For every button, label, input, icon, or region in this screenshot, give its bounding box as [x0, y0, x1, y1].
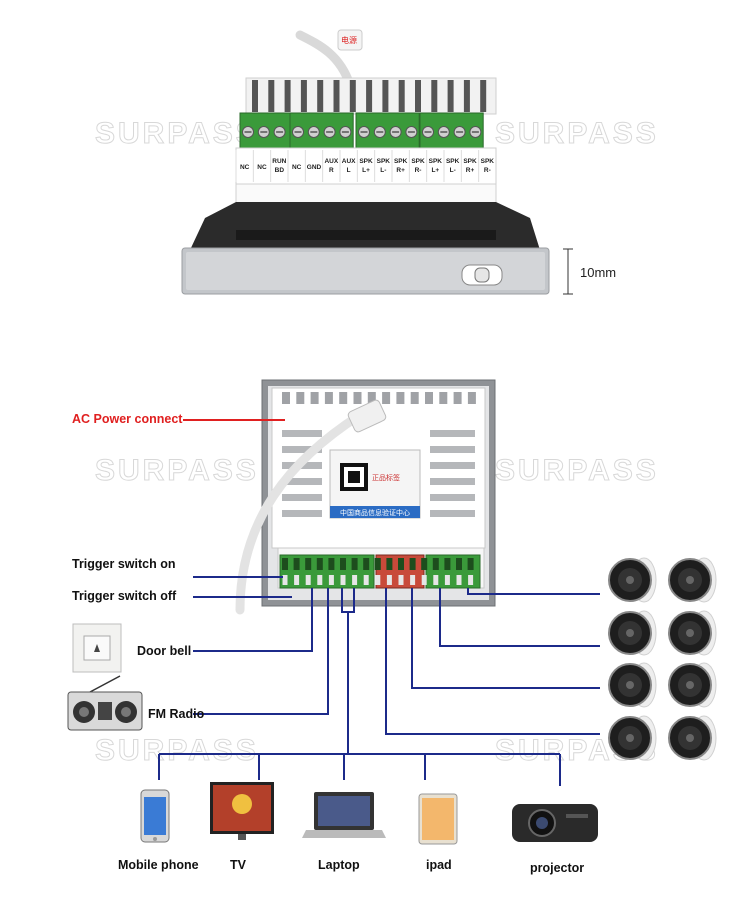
source-label-projector: projector [530, 861, 584, 875]
terminal-pin-label: R+ [396, 167, 405, 174]
dimension-label: 10mm [580, 265, 616, 280]
terminal-pin-label: L+ [431, 167, 439, 174]
ceiling-speaker-icon [608, 715, 657, 761]
watermark: SURPASS [95, 117, 259, 150]
terminal-pin-label: R [329, 167, 334, 174]
terminal-pin-label: SPK [411, 158, 425, 165]
wires [158, 419, 600, 786]
fm-radio-icon [67, 675, 143, 731]
terminal-pin-label: AUX [324, 158, 338, 165]
terminal-pin-label: NC [292, 164, 302, 171]
ac-power-label: AC Power connect [72, 412, 183, 426]
terminal-pin-label: SPK [481, 158, 495, 165]
terminal-pin-label: SPK [463, 158, 477, 165]
ceiling-speaker-icon [668, 610, 717, 656]
terminal-pin-label: SPK [394, 158, 408, 165]
svg-text:电源: 电源 [341, 35, 357, 45]
door-bell-label: Door bell [137, 644, 191, 658]
terminal-pin-label: SPK [377, 158, 391, 165]
watermark: SURPASS [95, 734, 259, 767]
watermark: SURPASS [495, 454, 659, 487]
svg-text:正品标签: 正品标签 [372, 473, 400, 482]
terminal-pin-label: L- [450, 167, 456, 174]
watermark: SURPASS [495, 117, 659, 150]
projector-icon [512, 804, 598, 842]
terminal-pin-label: R+ [466, 167, 475, 174]
source-label-laptop: Laptop [318, 858, 360, 872]
terminal-pin-label: L- [380, 167, 386, 174]
fm-radio-label: FM Radio [148, 707, 205, 721]
ceiling-speaker-icon [608, 662, 657, 708]
terminal-pin-label: RUN [272, 158, 286, 165]
ipad-icon [418, 793, 458, 845]
terminal-pin-label: SPK [429, 158, 443, 165]
terminal-pin-label: AUX [342, 158, 356, 165]
svg-text:中国商品信息验证中心: 中国商品信息验证中心 [340, 508, 410, 517]
ceiling-speaker-icon [668, 557, 717, 603]
ceiling-speaker-icon [668, 662, 717, 708]
terminal-pin-label: GND [307, 164, 322, 171]
terminal-pin-label: L+ [362, 167, 370, 174]
source-label-ipad: ipad [426, 858, 452, 872]
door-bell-icon [72, 623, 122, 673]
source-label-tv: TV [230, 858, 247, 872]
terminal-pin-label: SPK [359, 158, 373, 165]
terminal-pin-label: BD [275, 167, 285, 174]
back-view-module: 正品标签 中国商品信息验证中心 [235, 379, 496, 615]
trigger-off-label: Trigger switch off [72, 589, 177, 603]
watermark: SURPASS [95, 454, 259, 487]
ceiling-speaker-icon [608, 610, 657, 656]
tv-icon [210, 782, 274, 840]
source-label-mobile-phone: Mobile phone [118, 858, 199, 872]
terminal-pin-label: R- [484, 167, 491, 174]
mobile-phone-icon [140, 789, 170, 843]
trigger-on-label: Trigger switch on [72, 557, 176, 571]
speaker-array [608, 557, 717, 761]
terminal-pin-label: SPK [446, 158, 460, 165]
terminal-pin-label: NC [257, 164, 267, 171]
terminal-pin-label: NC [240, 164, 250, 171]
ceiling-speaker-icon [608, 557, 657, 603]
terminal-pin-label: R- [415, 167, 422, 174]
terminal-pin-label: L [347, 167, 351, 174]
laptop-icon [302, 792, 386, 838]
ceiling-speaker-icon [668, 715, 717, 761]
